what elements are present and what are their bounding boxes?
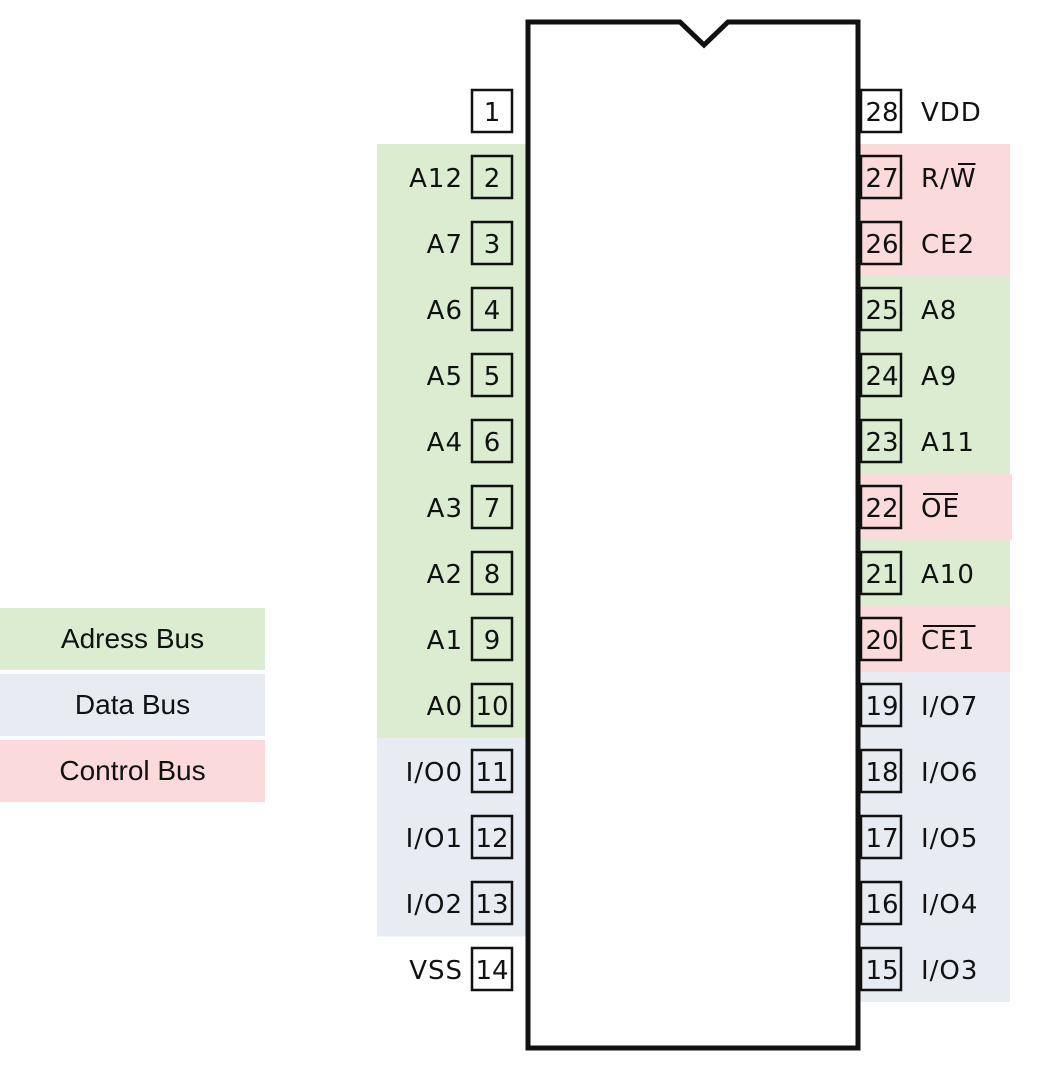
pin-box-8 [470, 550, 514, 596]
pin-label-12: I/O1 [406, 824, 463, 854]
pin-number-14: 14 [475, 956, 508, 986]
pin-box-13 [470, 880, 514, 926]
pin-number-10: 10 [475, 692, 508, 722]
pin-number-11: 11 [475, 758, 508, 788]
pin-number-1: 1 [484, 98, 501, 128]
pin-number-18: 18 [865, 758, 898, 788]
pin-number-25: 25 [865, 296, 898, 326]
pin-label-9: A1 [427, 626, 463, 656]
pin-label-21: A10 [921, 560, 975, 590]
pin-box-6 [470, 418, 514, 464]
pin-number-17: 17 [865, 824, 898, 854]
legend-control: Control Bus [0, 740, 265, 802]
pin-number-13: 13 [475, 890, 508, 920]
pin-box-14 [470, 946, 514, 992]
pin-label-3: A7 [427, 230, 463, 260]
pin-box-4 [470, 286, 514, 332]
pin-label-26: CE2 [921, 230, 975, 260]
pin-label-2: A12 [409, 164, 463, 194]
pin-number-8: 8 [484, 560, 501, 590]
pin-label-13: I/O2 [406, 890, 463, 920]
pin-number-2: 2 [484, 164, 501, 194]
pin-label-19: I/O7 [921, 692, 978, 722]
pin-label-27: R/W [921, 164, 977, 194]
pin-label-25: A8 [921, 296, 957, 326]
pin-box-22 [859, 484, 903, 530]
pin-number-28: 28 [865, 98, 898, 128]
pin-box-25 [859, 286, 903, 332]
pin-box-20 [859, 616, 903, 662]
pin-box-15 [859, 946, 903, 992]
pin-box-9 [470, 616, 514, 662]
pin-number-15: 15 [865, 956, 898, 986]
pin-box-21 [859, 550, 903, 596]
pin-label-15: I/O3 [921, 956, 978, 986]
pin-number-24: 24 [865, 362, 898, 392]
pins: 12A123A74A65A56A47A38A29A110A011I/O012I/… [406, 88, 982, 992]
pin-number-9: 9 [484, 626, 501, 656]
pin-label-14: VSS [409, 956, 463, 986]
pin-label-7: A3 [427, 494, 463, 524]
pin-box-7 [470, 484, 514, 530]
pin-label-24: A9 [921, 362, 957, 392]
pin-label-20: CE1 [921, 626, 975, 656]
pin-box-23 [859, 418, 903, 464]
pin-number-27: 27 [865, 164, 898, 194]
pin-box-1 [470, 88, 514, 134]
pin-box-12 [470, 814, 514, 860]
pin-label-16: I/O4 [921, 890, 978, 920]
pin-number-23: 23 [865, 428, 898, 458]
pin-box-5 [470, 352, 514, 398]
pin-label-17: I/O5 [921, 824, 978, 854]
pin-number-7: 7 [484, 494, 501, 524]
pin-label-11: I/O0 [406, 758, 463, 788]
pin-number-4: 4 [484, 296, 501, 326]
pin-box-3 [470, 220, 514, 266]
pin-label-5: A5 [427, 362, 463, 392]
pin-number-3: 3 [484, 230, 501, 260]
pin-number-5: 5 [484, 362, 501, 392]
pin-box-17 [859, 814, 903, 860]
pin-label-10: A0 [427, 692, 463, 722]
pin-number-16: 16 [865, 890, 898, 920]
pin-box-10 [470, 682, 514, 728]
pin-box-27 [859, 154, 903, 200]
pin-label-4: A6 [427, 296, 463, 326]
pin-box-28 [859, 88, 903, 134]
pin-box-24 [859, 352, 903, 398]
pin-number-12: 12 [475, 824, 508, 854]
pin-label-22: OE [921, 494, 960, 524]
pin-number-22: 22 [865, 494, 898, 524]
pin-number-21: 21 [865, 560, 898, 590]
pin-box-19 [859, 682, 903, 728]
pin-box-18 [859, 748, 903, 794]
pin-label-18: I/O6 [921, 758, 978, 788]
pin-number-6: 6 [484, 428, 501, 458]
pin-number-26: 26 [865, 230, 898, 260]
pin-box-11 [470, 748, 514, 794]
pin-label-6: A4 [427, 428, 463, 458]
legend-data: Data Bus [0, 674, 265, 736]
pin-box-16 [859, 880, 903, 926]
pin-number-20: 20 [865, 626, 898, 656]
pin-label-8: A2 [427, 560, 463, 590]
pin-label-28: VDD [921, 98, 982, 128]
pin-label-23: A11 [921, 428, 975, 458]
pin-box-2 [470, 154, 514, 200]
legend-address: Adress Bus [0, 608, 265, 670]
pin-number-19: 19 [865, 692, 898, 722]
pin-box-26 [859, 220, 903, 266]
chip-body [525, 19, 861, 1051]
